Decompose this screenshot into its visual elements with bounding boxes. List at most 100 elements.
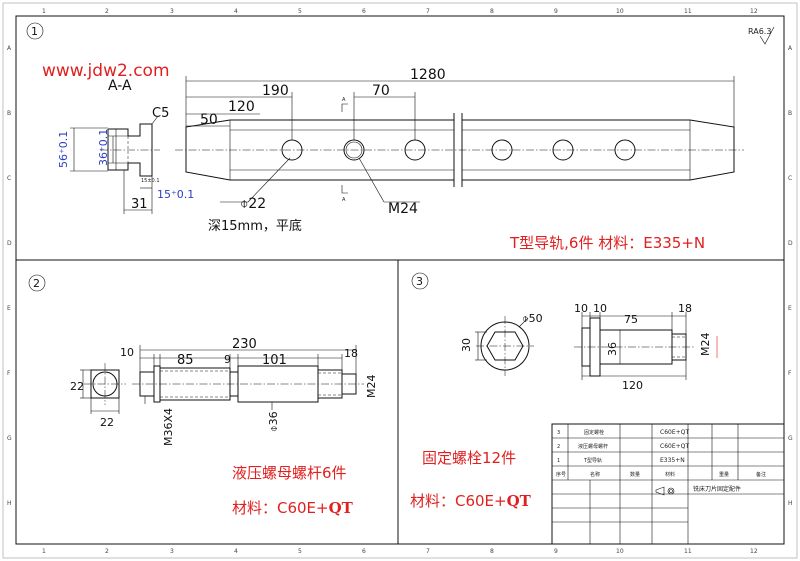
grid-row: C — [7, 175, 11, 182]
grid-col: 12 — [750, 548, 758, 555]
dim-d2: 85 — [177, 353, 194, 368]
dim-slot-height: 36⁺0.1 — [97, 129, 110, 166]
dim-d4: 101 — [262, 353, 287, 368]
dim-spacing-70: 70 — [372, 83, 390, 99]
dim-total: 120 — [622, 379, 643, 392]
dim-total: 230 — [232, 337, 257, 352]
dim-d4: 18 — [678, 302, 692, 315]
grid-col: 1 — [42, 8, 46, 15]
section-mark-top: A — [342, 97, 346, 103]
caption-name: 固定螺栓 — [422, 449, 482, 467]
caption-material-suffix: QT — [329, 499, 354, 517]
grid-col: 5 — [298, 8, 302, 15]
dim-d1: 10 — [120, 346, 134, 359]
grid-col: 12 — [750, 8, 758, 15]
grid-col: 2 — [105, 8, 109, 15]
rail-main-view: A A — [175, 97, 744, 203]
view-2-caption-material: 材料：C60E+QT — [232, 499, 354, 517]
grid-col: 7 — [426, 8, 430, 15]
grid-row: F — [788, 370, 792, 377]
view-2-caption-name: 液压螺母螺杆6件 — [232, 464, 347, 482]
part-no: 3 — [557, 430, 560, 436]
caption-material-label: 材料：C60E+ — [232, 499, 329, 517]
drawing-title: 铣床刀片固定配件 — [693, 485, 741, 493]
dim-overall: 1280 — [410, 67, 446, 83]
caption-count: 6件 — [322, 464, 347, 482]
watermark: www.jdw2.com — [42, 61, 170, 81]
part-material: E335+N — [660, 457, 685, 464]
part-material: C60E+QT — [660, 429, 689, 436]
dim-hole: ⌽22 — [240, 196, 266, 212]
dim-side-w: 22 — [100, 416, 114, 429]
view-number-circle — [26, 22, 44, 40]
view-2-hydraulic-screw: 2 22 22 — [28, 274, 378, 517]
view-3-caption-material: 材料：C60E+QT — [410, 492, 532, 510]
dim-thread: M24 — [388, 201, 418, 217]
grid-row: D — [788, 240, 793, 247]
view-number: 2 — [33, 277, 40, 290]
dim-height: 56⁺0.1 — [57, 131, 70, 168]
note-depth: 深15mm，平底 — [208, 218, 302, 234]
grid-row: B — [7, 110, 11, 117]
part-no: 1 — [557, 458, 560, 464]
end-view: 30 ⌽50 — [460, 312, 543, 376]
grid-col: 8 — [490, 548, 494, 555]
dim-d5: 18 — [344, 347, 358, 360]
dim-thread-left: M36X4 — [162, 408, 175, 446]
header-qty: 数量 — [630, 471, 640, 478]
grid-row: C — [788, 175, 792, 182]
bolt-main-view: 10 10 75 18 36 M24 120 — [574, 302, 718, 392]
dim-pitch-50: 50 — [200, 112, 218, 128]
part-no: 2 — [557, 444, 560, 450]
dim-thread-end: M24 — [365, 375, 378, 399]
projection-symbol — [655, 486, 675, 496]
view-number-circle — [28, 274, 46, 292]
grid-col: 9 — [554, 548, 558, 555]
section-label: A-A — [108, 78, 132, 94]
view-1-t-rail: 1 RA6.3 www.jdw2.com A-A C5 56⁺0.1 36⁺0.… — [26, 22, 775, 252]
part-material: C60E+QT — [660, 443, 689, 450]
caption-count: 12件 — [482, 449, 516, 467]
dim-dia2: 36 — [606, 342, 619, 356]
grid-columns-top: 1 2 3 4 5 6 7 8 9 10 11 12 — [42, 8, 758, 15]
grid-row: A — [788, 45, 793, 52]
grid-row: A — [7, 45, 12, 52]
view-3-fixing-bolt: 3 30 ⌽50 — [410, 272, 718, 510]
dim-thread: M24 — [699, 333, 712, 357]
grid-col: 10 — [616, 8, 624, 15]
screw-main-view: 230 10 85 9 101 18 M24 M36X4 ⌽36 — [120, 337, 378, 446]
dim-dia: ⌽50 — [522, 312, 543, 325]
grid-col: 4 — [234, 8, 238, 15]
grid-col: 10 — [616, 548, 624, 555]
part-name: 液压螺母螺杆 — [578, 443, 608, 450]
grid-rows-left: A B C D E F G H — [7, 45, 12, 507]
grid-col: 6 — [362, 548, 366, 555]
grid-col: 9 — [554, 8, 558, 15]
grid-row: D — [7, 240, 12, 247]
grid-row: E — [7, 305, 11, 312]
dim-slot-small: 15±0.1 — [141, 178, 160, 184]
dim-slot-depth: 15⁺0.1 — [157, 188, 194, 201]
title-block: 3 固定螺栓 C60E+QT 2 液压螺母螺杆 C60E+QT 1 T型导轨 E… — [551, 423, 785, 545]
dim-d3: 9 — [224, 353, 231, 366]
section-mark-bottom: A — [342, 197, 346, 203]
grid-col: 3 — [170, 548, 174, 555]
drawing-frame — [15, 15, 785, 545]
grid-col: 5 — [298, 548, 302, 555]
caption-material-label: 材料：C60E+ — [410, 492, 507, 510]
dim-side-h: 22 — [70, 380, 84, 393]
grid-col: 2 — [105, 548, 109, 555]
grid-col: 4 — [234, 548, 238, 555]
grid-col: 1 — [42, 548, 46, 555]
part-name: 固定螺栓 — [584, 429, 604, 436]
grid-col: 8 — [490, 8, 494, 15]
grid-row: G — [788, 435, 793, 442]
side-view: 22 22 — [70, 363, 126, 429]
roughness-mark — [759, 26, 775, 45]
view-3-caption-name: 固定螺栓12件 — [422, 449, 516, 467]
grid-col: 11 — [684, 548, 692, 555]
grid-rows-right: A B C D E F G H — [788, 45, 793, 507]
header-no: 序号 — [556, 471, 566, 478]
view-number-circle — [411, 272, 429, 290]
